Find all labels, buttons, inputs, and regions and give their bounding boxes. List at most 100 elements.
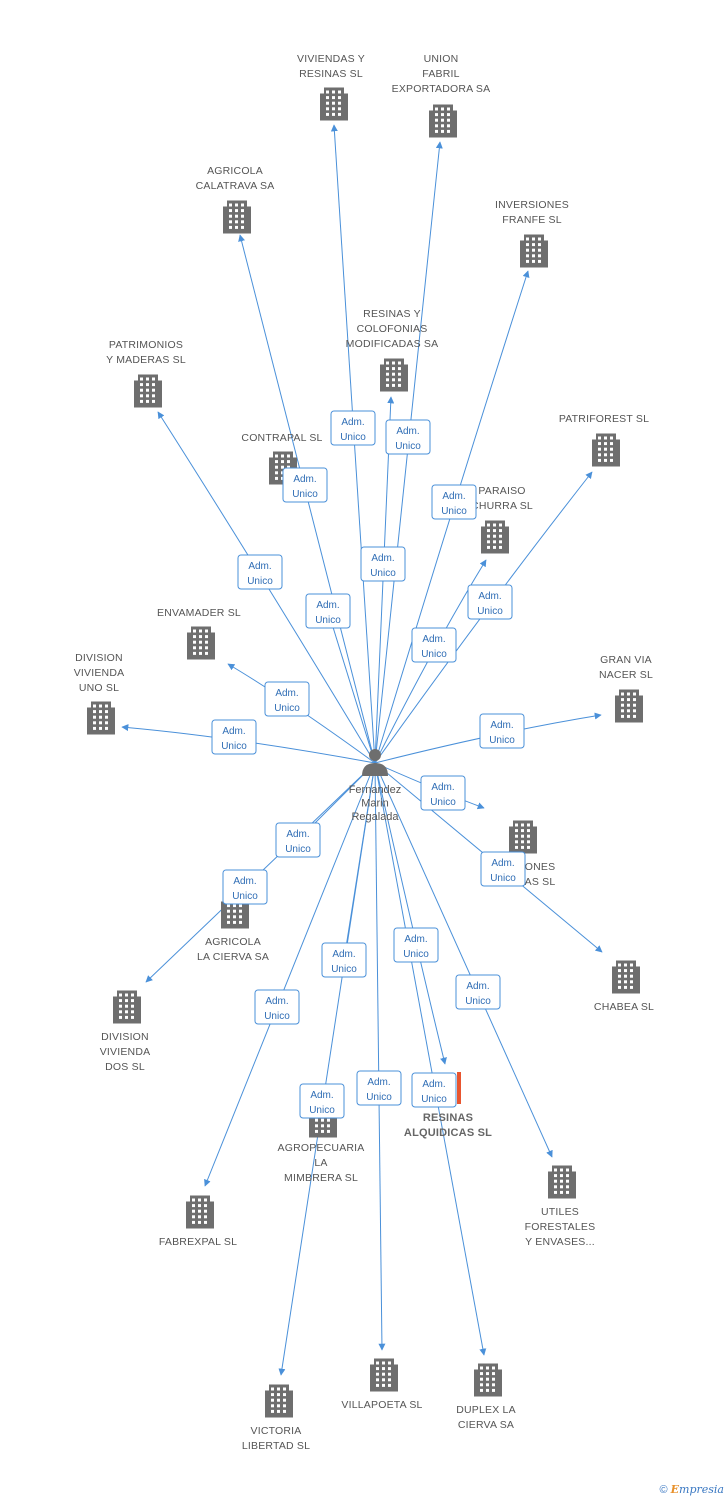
building-icon[interactable] <box>612 960 640 994</box>
company-label-fabrexpal[interactable]: FABREXPAL SL <box>159 1236 237 1248</box>
company-label-line: AS SL <box>525 876 556 888</box>
building-icon[interactable] <box>320 87 348 121</box>
company-label-ones-as[interactable]: ONES AS SL <box>525 861 556 888</box>
company-label-line: NACER SL <box>599 669 653 681</box>
building-icon[interactable] <box>481 520 509 554</box>
role-text-line: Adm. <box>233 876 256 887</box>
role-text-line: Unico <box>403 949 429 960</box>
building-icon[interactable] <box>87 701 115 735</box>
building-icon[interactable] <box>615 689 643 723</box>
building-icon[interactable] <box>592 433 620 467</box>
company-label-line: ENVAMADER SL <box>157 607 241 619</box>
role-text-line: Unico <box>331 964 357 975</box>
company-label-line: PATRIMONIOS <box>109 339 183 351</box>
role-text-line: Adm. <box>371 553 394 564</box>
company-label-line: CONTRAPAL SL <box>241 432 322 444</box>
copyright-symbol: © <box>659 1484 668 1496</box>
role-badge: Adm.Unico <box>299 1083 345 1119</box>
company-label-villapoeta[interactable]: VILLAPOETA SL <box>341 1399 422 1411</box>
building-icon[interactable] <box>134 374 162 408</box>
company-label-envamader[interactable]: ENVAMADER SL <box>157 607 241 619</box>
role-text-line: Adm. <box>396 426 419 437</box>
svg-text:Adm.Unico: Adm. Unico <box>421 634 447 660</box>
role-text-line: Adm. <box>248 561 271 572</box>
role-text-line: Unico <box>477 606 503 617</box>
building-icon[interactable] <box>187 626 215 660</box>
company-label-line: RESINAS <box>423 1112 473 1124</box>
role-badge: Adm. Unico <box>282 467 328 503</box>
svg-text:Adm.Unico: Adm.Unico <box>395 426 421 452</box>
role-text-line: Adm. <box>293 474 316 485</box>
role-text-line: Unico <box>421 649 447 660</box>
person-name-line: Regalada <box>351 811 399 823</box>
svg-text:Adm.Unico: Adm.Unico <box>309 1090 335 1116</box>
building-icon[interactable] <box>474 1363 502 1397</box>
building-icon[interactable] <box>265 1384 293 1418</box>
company-label-line: PARAISO <box>478 485 525 497</box>
company-label-patriforest[interactable]: PATRIFOREST SL <box>559 413 649 425</box>
building-icon[interactable] <box>548 1165 576 1199</box>
person-name-line: Fernandez <box>349 784 402 796</box>
brand-logo-initial: E <box>670 1483 680 1496</box>
company-label-line: LIBERTAD SL <box>242 1440 310 1452</box>
role-badge: Adm.Unico <box>305 593 351 629</box>
building-icon[interactable] <box>370 1358 398 1392</box>
role-text-line: Unico <box>430 797 456 808</box>
svg-text:Adm.Unico: Adm.Unico <box>247 561 273 587</box>
building-icon[interactable] <box>509 820 537 854</box>
company-label-line: FABREXPAL SL <box>159 1236 237 1248</box>
role-text-line: Adm. <box>341 417 364 428</box>
role-text-line: Unico <box>264 1011 290 1022</box>
company-label-line: ONES <box>525 861 556 873</box>
building-icon[interactable] <box>113 990 141 1024</box>
svg-text:Adm.Unico: Adm.Unico <box>441 491 467 517</box>
role-text-line: Adm. <box>316 600 339 611</box>
building-icon[interactable] <box>380 358 408 392</box>
svg-text:Adm.Unico: Adm.Unico <box>430 782 456 808</box>
svg-text:Adm.Unico: Adm.Unico <box>370 553 396 579</box>
building-icon[interactable] <box>186 1195 214 1229</box>
person-name-line: Marin <box>361 798 389 810</box>
building-icon[interactable] <box>520 234 548 268</box>
role-text-line: Adm. <box>422 634 445 645</box>
company-label-line: CIERVA SA <box>458 1419 514 1431</box>
role-text-line: Adm. <box>332 949 355 960</box>
role-badge: Adm.Unico <box>479 713 525 749</box>
role-text-line: Unico <box>221 741 247 752</box>
role-text-line: Unico <box>490 873 516 884</box>
building-icon[interactable] <box>429 104 457 138</box>
company-label-contrapal[interactable]: CONTRAPAL SL <box>241 432 322 444</box>
role-text-line: Unico <box>292 489 318 500</box>
building-icon[interactable] <box>223 200 251 234</box>
company-label-line: RESINAS Y <box>363 308 421 320</box>
building-icon[interactable] <box>457 1072 461 1104</box>
svg-text:Adm.Unico: Adm.Unico <box>340 417 366 443</box>
role-badge: Adm.Unico <box>393 927 439 963</box>
role-badge: Adm.Unico <box>420 775 466 811</box>
role-text-line: Adm. <box>490 720 513 731</box>
role-text-line: Adm. <box>286 829 309 840</box>
company-label-chabea[interactable]: CHABEA SL <box>594 1001 654 1013</box>
edges-layer <box>121 124 603 1376</box>
svg-text:Adm.Unico: Adm. Unico <box>490 858 516 884</box>
role-text-line: Adm. <box>491 858 514 869</box>
role-text-line: Unico <box>232 891 258 902</box>
